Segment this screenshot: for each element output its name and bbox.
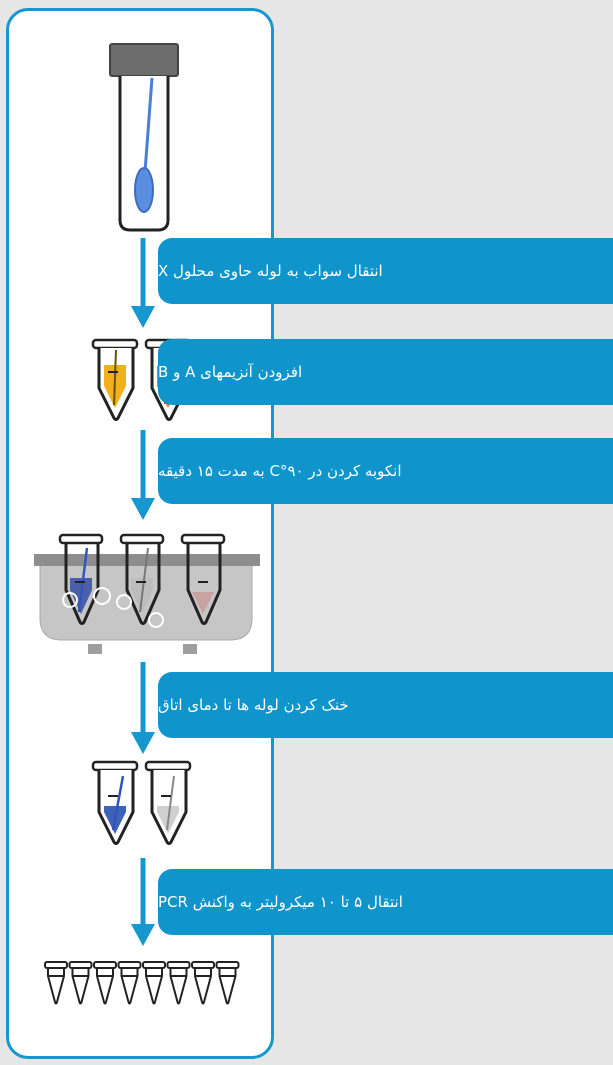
step-2-label: افزودن آنزیمهای A و B xyxy=(158,363,303,381)
pcr-tube xyxy=(68,961,93,1005)
pcr-tube xyxy=(117,961,142,1005)
pcr-tube xyxy=(166,961,191,1005)
pcr-tube xyxy=(142,961,166,1005)
step-5-banner: انتقال ۵ تا ۱۰ میکرولیتر به واکنش PCR xyxy=(158,869,613,935)
step-3-label: انکوبه کردن در ۹۰°C به مدت ۱۵ دقیقه xyxy=(158,462,402,480)
heat-bath-icon xyxy=(34,533,260,654)
sample-tube-icon xyxy=(109,43,179,232)
pcr-strip-icon xyxy=(44,961,240,1005)
cooled-tubes-icon xyxy=(91,760,192,845)
flow-arrow-4 xyxy=(131,858,155,946)
step-4-label: خنک کردن لوله ها تا دمای اتاق xyxy=(158,696,349,714)
step-2-banner: افزودن آنزیمهای A و B xyxy=(158,339,613,405)
flow-arrow-1 xyxy=(131,238,155,328)
step-4-banner: خنک کردن لوله ها تا دمای اتاق xyxy=(158,672,613,738)
flow-arrow-2 xyxy=(131,430,155,520)
flow-arrow-3 xyxy=(131,662,155,754)
step-3-banner: انکوبه کردن در ۹۰°C به مدت ۱۵ دقیقه xyxy=(158,438,613,504)
step-5-label: انتقال ۵ تا ۱۰ میکرولیتر به واکنش PCR xyxy=(158,893,403,911)
step-1-label: انتقال سواب به لوله حاوی محلول X xyxy=(158,262,383,280)
pcr-tube xyxy=(93,961,117,1005)
pcr-tube xyxy=(191,961,215,1005)
step-1-banner: انتقال سواب به لوله حاوی محلول X xyxy=(158,238,613,304)
pcr-tube xyxy=(44,961,68,1005)
pcr-tube xyxy=(215,961,240,1005)
